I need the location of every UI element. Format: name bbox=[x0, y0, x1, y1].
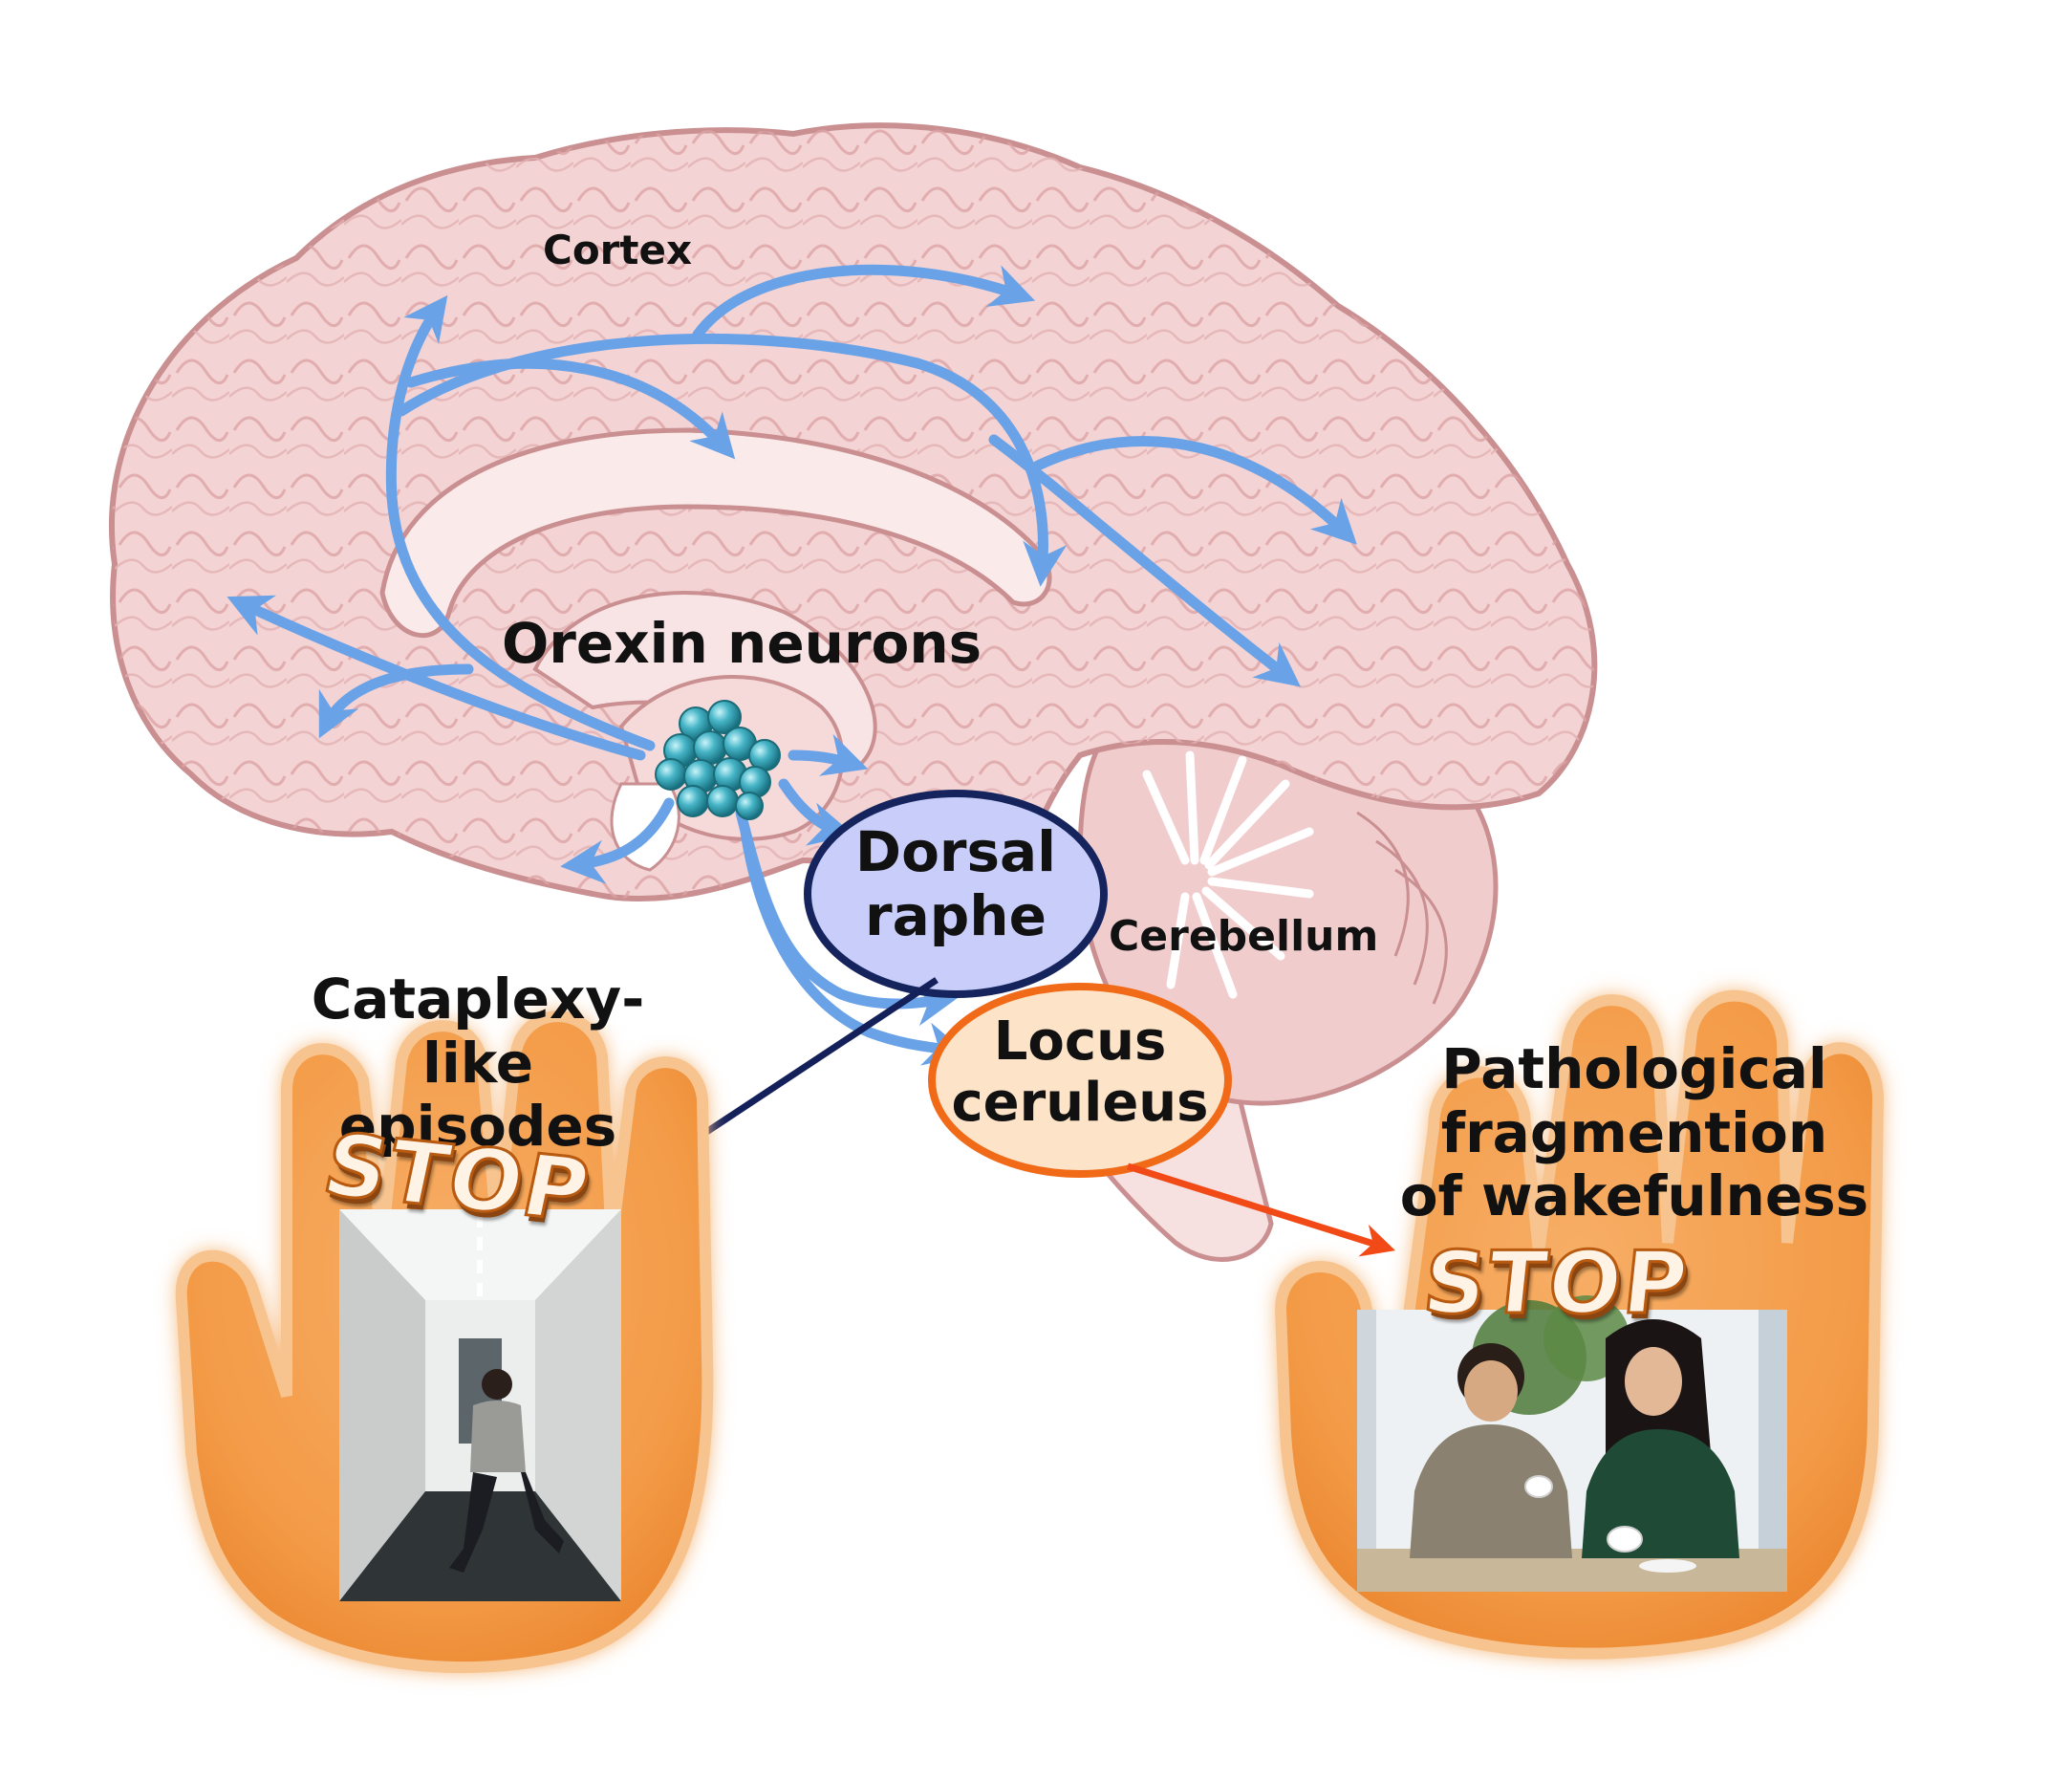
brain bbox=[108, 122, 1598, 1262]
projection-to-basal-forebrain bbox=[560, 797, 675, 884]
dorsal-raphe-arrow bbox=[660, 977, 939, 1162]
cerebellum-label: Cerebellum bbox=[1109, 912, 1379, 961]
projection-to-locus-ceruleus bbox=[740, 826, 969, 1066]
projection-to-posterior-cortex bbox=[1026, 436, 1357, 545]
orexin-projections bbox=[227, 264, 1357, 1066]
projection-to-cingulate bbox=[405, 358, 736, 460]
projection-to-frontal-cortex bbox=[385, 294, 656, 751]
dorsal-raphe-label: Dorsal raphe bbox=[854, 819, 1057, 948]
orexin-neurons-label: Orexin neurons bbox=[502, 611, 982, 676]
projection-to-prefrontal bbox=[227, 595, 646, 761]
projection-to-dorsal-raphe bbox=[778, 778, 854, 846]
dorsal-raphe-node bbox=[804, 790, 1108, 998]
cafe-photo bbox=[1357, 1295, 1787, 1592]
orexin-neuron-cluster bbox=[655, 700, 781, 820]
corpus-callosum bbox=[379, 427, 1052, 639]
cerebellum-folia bbox=[1142, 750, 1314, 999]
projection-to-orbitofrontal bbox=[318, 663, 474, 739]
projection-to-occipital bbox=[988, 434, 1301, 687]
cataplexy-like-episodes-label: Cataplexy-like episodes bbox=[311, 967, 645, 1160]
right-stop-text: STOP bbox=[1417, 1232, 1695, 1336]
projection-to-midbrain bbox=[788, 733, 869, 776]
projection-to-superior-cortex bbox=[692, 264, 1036, 340]
locus-ceruleus-label: Locus ceruleus bbox=[951, 1010, 1209, 1135]
pathological-fragmentation-label: Pathological fragmention of wakefulness bbox=[1399, 1036, 1869, 1229]
locus-ceruleus-node bbox=[928, 983, 1232, 1178]
locus-ceruleus-arrow bbox=[1126, 1162, 1396, 1257]
hallway-photo bbox=[339, 1209, 621, 1601]
cortex-label: Cortex bbox=[543, 227, 693, 273]
